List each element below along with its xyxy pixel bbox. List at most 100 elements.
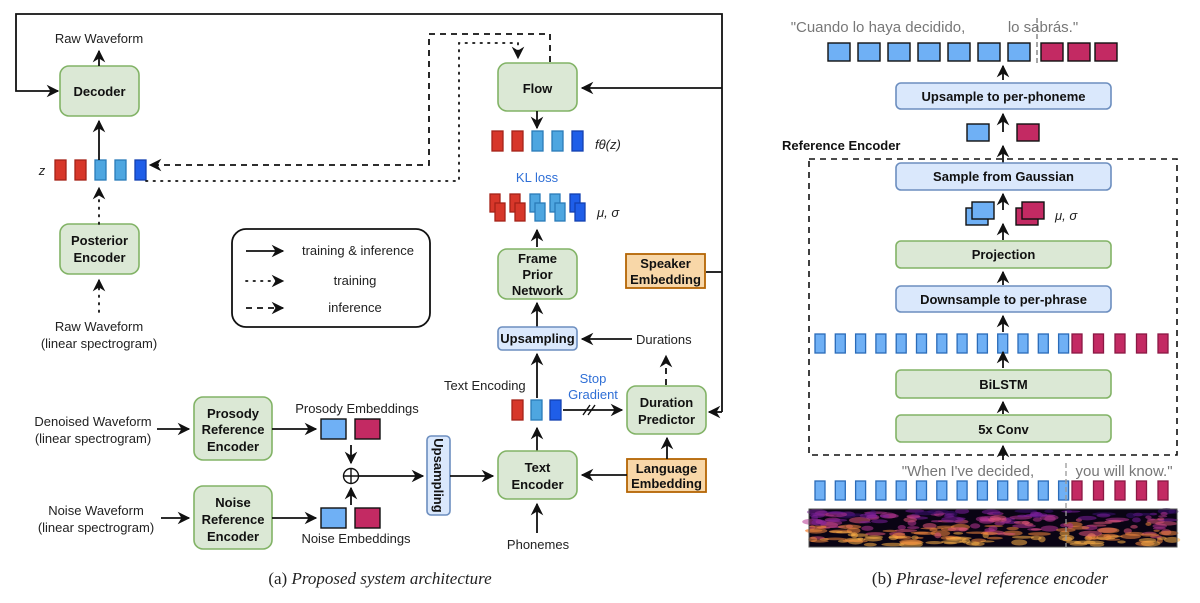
vector-cell-dark_blue (549, 399, 562, 421)
svg-text:Encoder: Encoder (511, 477, 563, 492)
svg-text:Embedding: Embedding (630, 272, 701, 287)
spectrogram-texture (879, 514, 890, 518)
spectrogram-texture (944, 513, 955, 516)
output-token-phrase1 (917, 42, 941, 62)
spectrogram-texture (816, 526, 827, 529)
noise-embedding-blue (320, 507, 347, 529)
upsample-block: Upsample to per-phoneme (895, 82, 1112, 110)
z-vector (54, 159, 147, 181)
durations-label: Durations (636, 332, 692, 347)
output-token-phrase1 (827, 42, 851, 62)
legend-solid-label: training & inference (302, 243, 414, 258)
downsample-block: Downsample to per-phrase (895, 285, 1112, 313)
frame-tokens (814, 333, 1169, 354)
spectrogram-texture (941, 539, 963, 544)
spectrogram-texture (1104, 520, 1122, 523)
noise-reference-encoder-block: Noise Reference Encoder (193, 485, 273, 550)
spectrogram-texture (955, 508, 970, 514)
spectrogram-texture (1030, 511, 1039, 517)
noise-embeddings-label: Noise Embeddings (301, 531, 411, 546)
z-label: z (38, 163, 46, 178)
spectrogram-texture (811, 519, 827, 526)
spectrogram-texture (1157, 517, 1165, 521)
svg-text:Decoder: Decoder (73, 84, 125, 99)
decoder-block: Decoder (59, 65, 140, 117)
training-path-z-to-flow (145, 42, 525, 182)
spectrogram-texture (1066, 523, 1074, 529)
frame-token-phrase2 (1071, 333, 1083, 354)
spectrogram-texture (1040, 525, 1059, 532)
output-token-phrase1 (857, 42, 881, 62)
raw-waveform-output-label: Raw Waveform (55, 31, 143, 46)
vector-cell-dark_blue (571, 130, 584, 152)
frame-token-phrase2 (1092, 333, 1105, 354)
spectrogram-texture (826, 518, 848, 522)
stop-gradient-marks (582, 404, 596, 416)
svg-text:Frame: Frame (518, 251, 557, 266)
frame-token-phrase1 (834, 333, 846, 354)
vector-cell-light_blue (551, 130, 564, 152)
spectrogram-texture (1083, 540, 1105, 545)
spectrogram-texture (953, 532, 964, 535)
svg-text:Language: Language (636, 461, 697, 476)
spectrogram-texture (930, 520, 943, 523)
input-token-phrase1 (976, 480, 989, 501)
legend: training & inference training inference (231, 228, 431, 328)
frame-token-phrase1 (997, 333, 1009, 354)
spectrogram-texture (881, 542, 905, 547)
input-token-phrase2 (1092, 480, 1105, 501)
prosody-embedding-crimson (354, 418, 381, 440)
noise-waveform-label: Noise Waveform (48, 503, 144, 518)
svg-text:Upsampling: Upsampling (431, 438, 446, 512)
svg-text:Text: Text (525, 460, 551, 475)
spectrogram-texture (871, 519, 888, 524)
spectrogram-texture (857, 537, 864, 541)
svg-text:Posterior: Posterior (71, 233, 128, 248)
noise-embedding-crimson (354, 507, 381, 529)
spectrogram-texture (1145, 522, 1152, 526)
spectrogram-texture (1130, 524, 1138, 529)
spectrogram-texture (837, 524, 862, 530)
spectrogram-texture (1061, 510, 1081, 513)
spectrogram-texture (1032, 517, 1042, 522)
spectrogram-texture (1014, 509, 1038, 513)
spectrogram-texture (1158, 515, 1168, 518)
spectrogram-texture (847, 533, 856, 537)
musigma-cell-red (514, 202, 526, 222)
spectrogram-texture (897, 525, 906, 530)
spectrogram-texture (1153, 529, 1160, 532)
projection-block: Projection (895, 240, 1112, 269)
musigma-crimson-stack (1015, 201, 1045, 226)
stop-gradient-label-1: Stop (580, 371, 607, 386)
svg-text:Embedding: Embedding (631, 476, 702, 491)
spectrogram-texture (811, 514, 818, 521)
svg-text:Projection: Projection (972, 247, 1036, 262)
caption-b: (b) Phrase-level reference encoder (872, 569, 1109, 588)
raw-waveform-input-label: Raw Waveform (55, 319, 143, 334)
spectrogram-texture (1027, 532, 1052, 536)
input-token-phrase1 (956, 480, 968, 501)
spectrogram-texture (1039, 513, 1048, 517)
mu-sigma-label: μ, σ (596, 205, 620, 220)
spectrogram-texture (829, 530, 843, 533)
svg-text:Network: Network (512, 283, 564, 298)
conv-block: 5x Conv (895, 414, 1112, 443)
spectrogram-texture (805, 528, 828, 534)
spectrogram-texture (1062, 536, 1073, 542)
stop-gradient-label-2: Gradient (568, 387, 618, 402)
svg-text:Flow: Flow (523, 81, 553, 96)
input-token-phrase1 (895, 480, 907, 501)
input-token-phrase1 (915, 480, 928, 501)
input-token-phrase1 (997, 480, 1009, 501)
speaker-embedding-block: Speaker Embedding (625, 253, 706, 289)
spectrogram-texture (1126, 512, 1136, 519)
sampled-token-blue (966, 123, 990, 142)
frame-token-phrase1 (1057, 333, 1070, 354)
svg-text:Prosody: Prosody (207, 406, 260, 421)
output-token-phrase2 (1067, 42, 1091, 62)
spectrogram-texture (1044, 509, 1054, 513)
output-token-phrase1 (1007, 42, 1031, 62)
output-token-phrase2 (1040, 42, 1064, 62)
spectrogram-texture (936, 525, 955, 529)
svg-text:Sample from Gaussian: Sample from Gaussian (933, 169, 1074, 184)
